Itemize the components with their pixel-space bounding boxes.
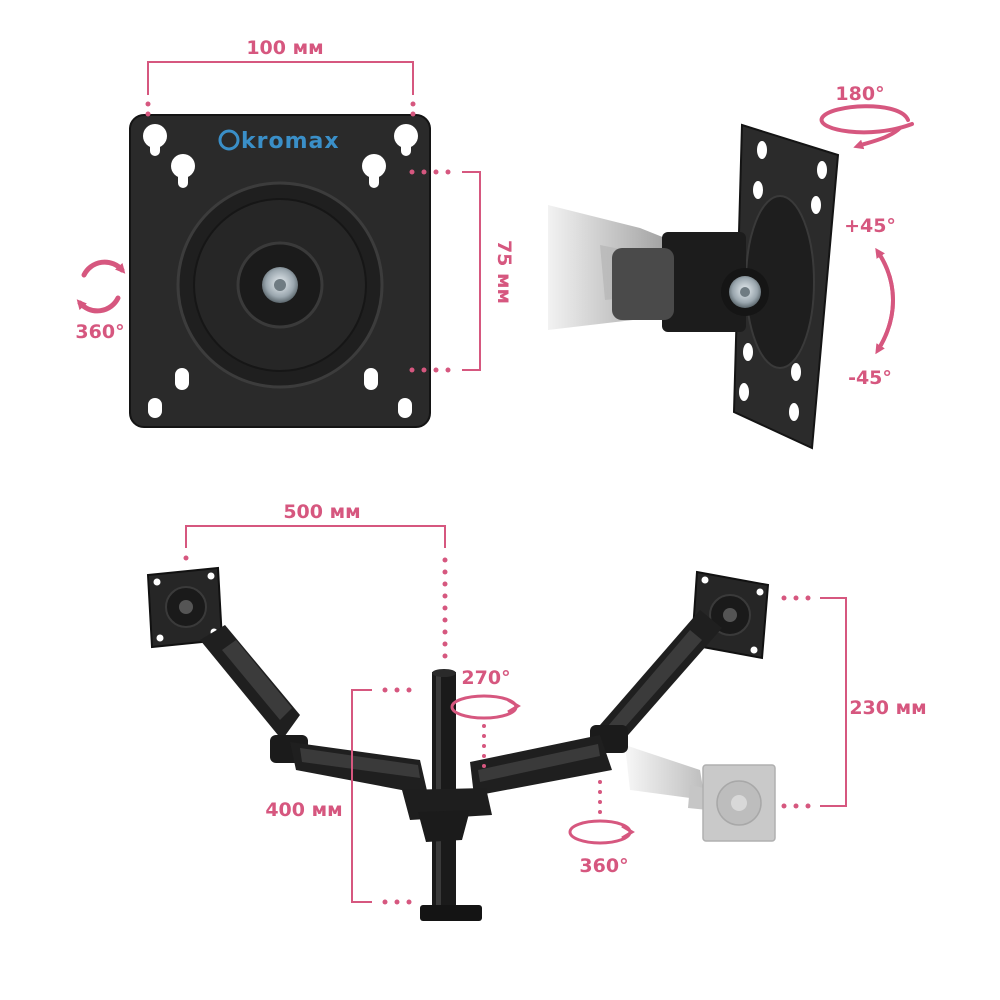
left-plate	[146, 566, 224, 649]
height-travel-label: 230 мм	[849, 697, 926, 719]
rotate-icon	[76, 259, 126, 314]
ghost-position	[625, 745, 776, 842]
pole-height-dimension: 400 мм	[265, 687, 412, 905]
pole-rotation-label: 270°	[461, 667, 510, 689]
joint-rotation-icon	[568, 780, 635, 845]
swivel-label: 180°	[835, 83, 884, 105]
height-travel-dimension: 230 мм	[781, 595, 927, 809]
vesa-plate-front	[129, 114, 431, 428]
arm-span-dimension: 500 мм	[183, 501, 448, 659]
plate-height-dimension: 75 мм	[409, 169, 515, 373]
plate-height-label: 75 мм	[493, 240, 515, 304]
tilt-down-label: -45°	[848, 367, 892, 389]
tilt-head-side	[548, 123, 840, 450]
brand-logo: kromax	[218, 129, 340, 154]
plate-width-dimension: 100 мм	[145, 37, 416, 117]
plate-rotation-label: 360°	[75, 321, 124, 343]
left-arm	[200, 625, 428, 795]
plate-width-label: 100 мм	[246, 37, 323, 59]
pole-height-label: 400 мм	[265, 799, 342, 821]
arm-span-label: 500 мм	[283, 501, 360, 523]
swivel-arrow-icon	[819, 104, 914, 150]
pole	[402, 669, 492, 921]
tilt-arrow-icon	[875, 247, 895, 355]
svg-text:kromax: kromax	[241, 129, 340, 154]
joint-rotation-label: 360°	[579, 855, 628, 877]
right-arm	[470, 610, 722, 796]
tilt-up-label: +45°	[844, 215, 896, 237]
rotation-ellipse-icon	[450, 694, 521, 768]
